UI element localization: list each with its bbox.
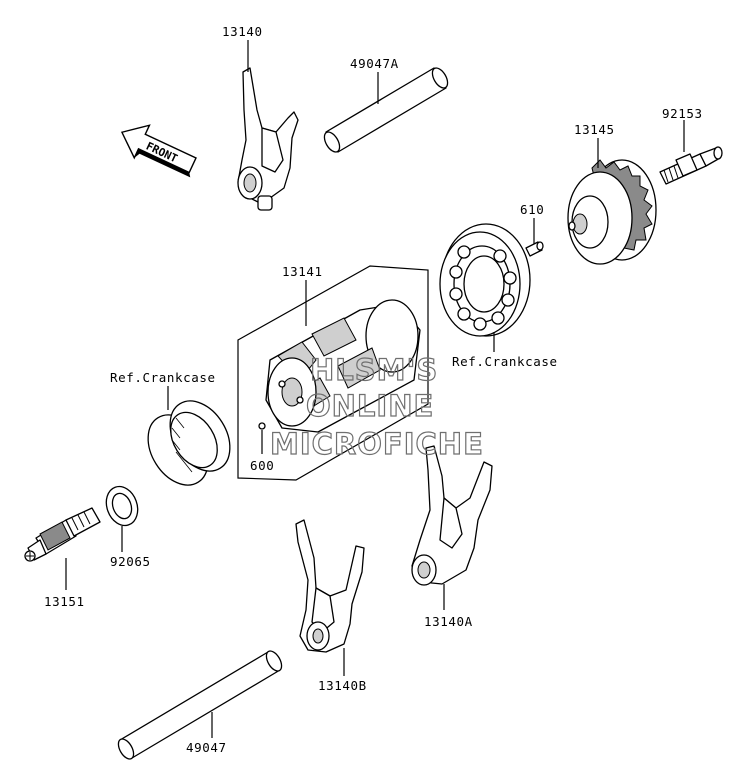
label-92153[interactable]: 92153 — [662, 106, 703, 121]
label-13145[interactable]: 13145 — [574, 122, 615, 137]
shaft-49047A[interactable] — [321, 65, 450, 154]
label-13151[interactable]: 13151 — [44, 594, 85, 609]
label-13141[interactable]: 13141 — [282, 264, 323, 279]
label-ref-crankcase-right[interactable]: Ref.Crankcase — [452, 354, 558, 369]
label-ref-crankcase-left[interactable]: Ref.Crankcase — [110, 370, 216, 385]
pin-610[interactable] — [525, 241, 544, 257]
shift-drum-13141[interactable] — [265, 299, 421, 433]
label-600[interactable]: 600 — [250, 458, 274, 473]
svg-text:HLSM'S: HLSM'S — [310, 353, 438, 387]
shift-fork-13140[interactable] — [237, 67, 299, 211]
svg-text:MICROFICHE: MICROFICHE — [270, 427, 484, 461]
label-92065[interactable]: 92065 — [110, 554, 151, 569]
svg-text:ONLINE: ONLINE — [306, 389, 434, 423]
assembly-outline-13141 — [237, 265, 429, 481]
label-13140[interactable]: 13140 — [222, 24, 263, 39]
front-arrow: FRONT — [120, 124, 197, 178]
watermark: HLSM'S ONLINE MICROFICHE — [269, 352, 484, 461]
label-13140B[interactable]: 13140B — [318, 678, 367, 693]
shaft-49047[interactable] — [115, 648, 284, 761]
shift-fork-13140B[interactable] — [295, 519, 365, 653]
shift-fork-13140A[interactable] — [411, 445, 493, 586]
ball-bearing-right[interactable] — [439, 223, 531, 337]
washer-92065[interactable] — [101, 482, 143, 530]
needle-bearing-left[interactable] — [136, 390, 242, 496]
bolt-92153[interactable] — [659, 146, 723, 185]
neutral-switch-13151[interactable] — [24, 507, 101, 562]
label-13140A[interactable]: 13140A — [424, 614, 473, 629]
label-49047A[interactable]: 49047A — [350, 56, 399, 71]
label-610[interactable]: 610 — [520, 202, 544, 217]
shift-drum-cam-13145[interactable] — [567, 159, 657, 265]
pin-600[interactable] — [258, 422, 266, 430]
label-49047[interactable]: 49047 — [186, 740, 227, 755]
